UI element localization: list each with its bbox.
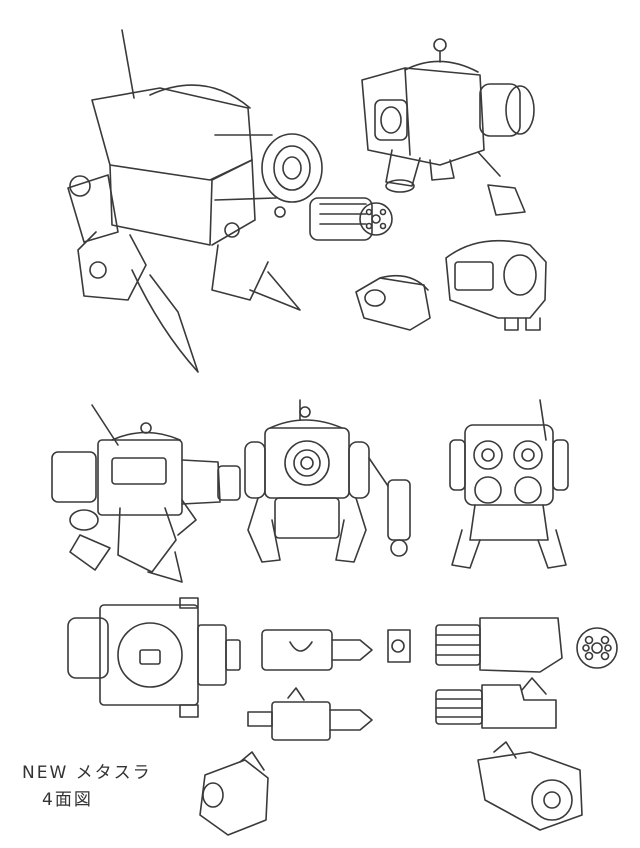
- arm-unit-perspective: [199, 751, 269, 836]
- robot-back-view: [449, 399, 569, 569]
- robot-top-view: [67, 597, 241, 718]
- gatling-side-view: [435, 617, 563, 673]
- caption-title: NEW メタスラ: [22, 763, 152, 783]
- detail-head-module: [445, 239, 547, 331]
- gatling-perspective: [477, 741, 583, 831]
- robot-perspective-large: [67, 29, 393, 373]
- robot-front-view: [244, 399, 411, 563]
- arm-unit-top: [247, 687, 373, 741]
- gatling-top-view: [435, 677, 557, 729]
- caption-subtitle: 4面図: [42, 790, 93, 810]
- gatling-muzzle-end: [576, 627, 618, 669]
- arm-unit-side: [261, 629, 411, 671]
- detail-pod: [355, 274, 431, 331]
- robot-side-view: [51, 404, 241, 583]
- robot-perspective-small: [361, 38, 535, 216]
